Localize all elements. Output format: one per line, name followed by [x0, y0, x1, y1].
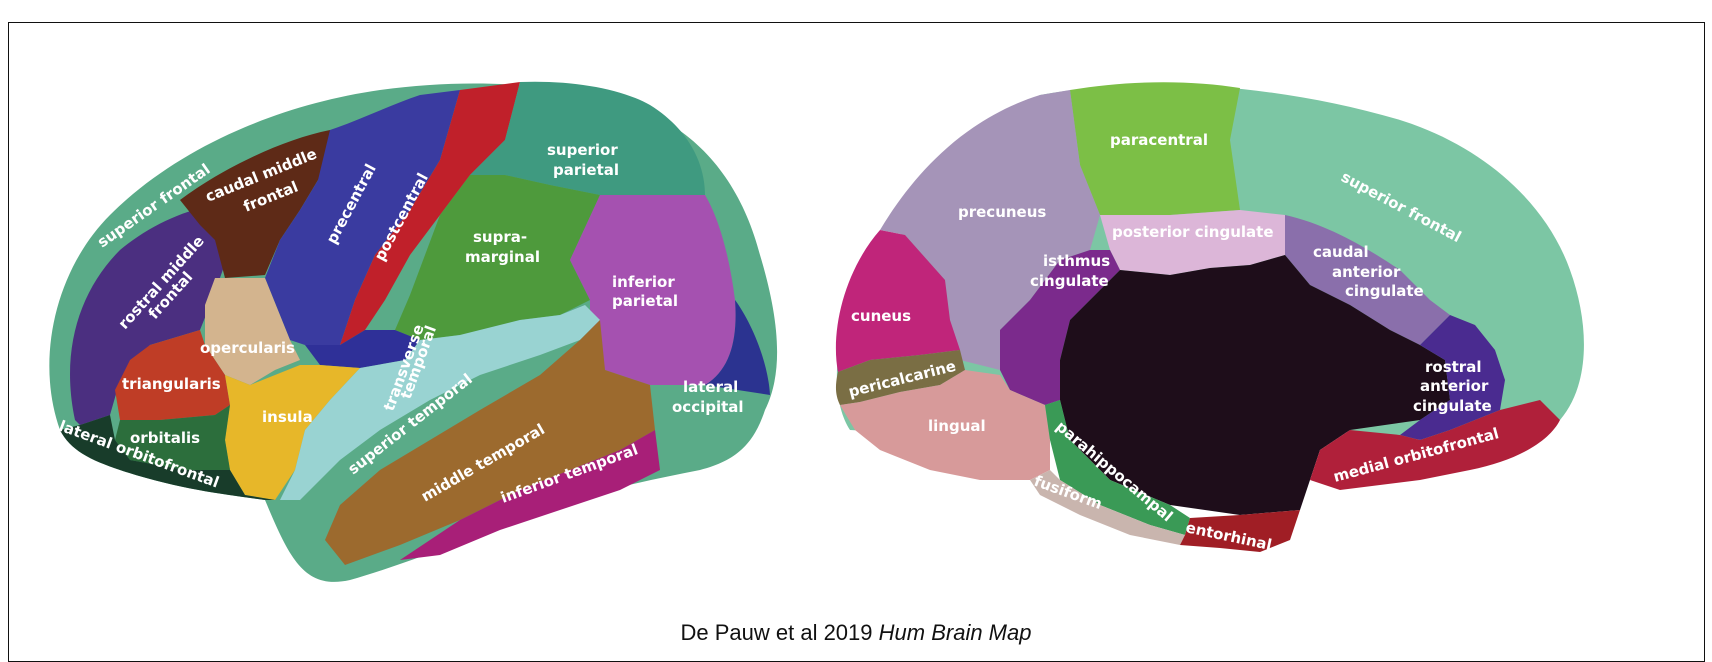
- label-posterior-cingulate: posterior cingulate: [1112, 223, 1274, 241]
- brain-parcellation-figure: superior frontal caudal middle frontal p…: [0, 0, 1712, 646]
- figure-caption: De Pauw et al 2019 Hum Brain Map: [0, 620, 1712, 646]
- label-supramarginal-2: marginal: [465, 248, 540, 266]
- label-inferior-parietal-2: parietal: [612, 292, 678, 310]
- label-rostral-anterior-cingulate-3: cingulate: [1413, 397, 1492, 415]
- label-inferior-parietal-1: inferior: [612, 273, 675, 291]
- label-rostral-anterior-cingulate-2: anterior: [1420, 377, 1489, 395]
- label-superior-parietal-2: parietal: [553, 161, 619, 179]
- label-isthmus-cingulate-1: isthmus: [1043, 252, 1110, 270]
- label-lingual: lingual: [928, 417, 986, 435]
- label-insula: insula: [262, 408, 313, 426]
- label-rostral-anterior-cingulate-1: rostral: [1425, 358, 1481, 376]
- medial-hemisphere: [836, 82, 1584, 552]
- label-caudal-anterior-cingulate-1: caudal: [1313, 243, 1369, 261]
- label-lateral-occipital-2: occipital: [672, 398, 744, 416]
- label-cuneus: cuneus: [851, 307, 911, 325]
- label-opercularis: opercularis: [200, 339, 295, 357]
- caption-journal: Hum Brain Map: [879, 620, 1032, 645]
- label-caudal-anterior-cingulate-3: cingulate: [1345, 282, 1424, 300]
- label-triangularis: triangularis: [122, 375, 221, 393]
- label-lateral-occipital-1: lateral: [683, 378, 738, 396]
- caption-text: De Pauw et al 2019: [681, 620, 879, 645]
- label-precuneus: precuneus: [958, 203, 1046, 221]
- label-superior-parietal-1: superior: [547, 141, 618, 159]
- label-caudal-anterior-cingulate-2: anterior: [1332, 263, 1401, 281]
- label-paracentral: paracentral: [1110, 131, 1208, 149]
- label-isthmus-cingulate-2: cingulate: [1030, 272, 1109, 290]
- label-supramarginal-1: supra-: [473, 228, 527, 246]
